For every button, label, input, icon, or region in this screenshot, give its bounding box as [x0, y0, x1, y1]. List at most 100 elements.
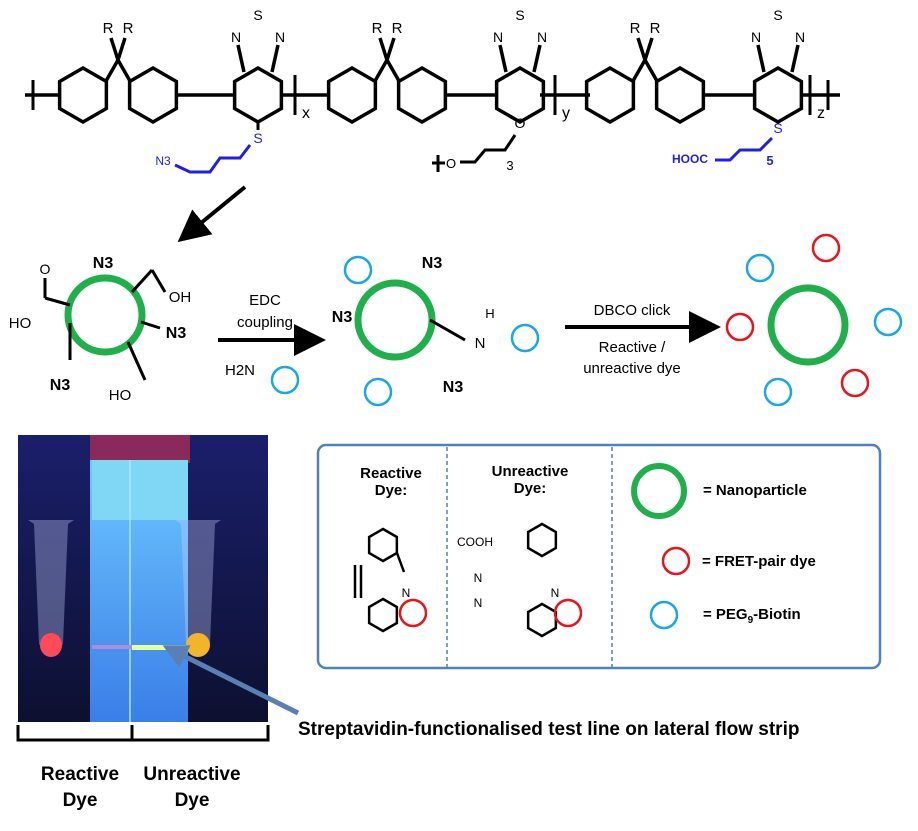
label: N: [474, 571, 483, 585]
label: R: [630, 20, 641, 37]
label: N: [475, 335, 486, 352]
bond: [631, 59, 647, 82]
legend-nanoparticle-circle: [631, 463, 687, 519]
label: x: [302, 105, 310, 122]
peg-biotin-circle: [343, 255, 373, 285]
arrow: [177, 185, 247, 243]
label: OH: [169, 289, 192, 306]
peg-biotin-circle: [363, 377, 393, 407]
fret-dye-circle: [398, 598, 428, 628]
label: O: [446, 156, 456, 171]
label: N: [402, 586, 411, 600]
benzene-ring: [367, 597, 399, 633]
bond: [126, 341, 147, 381]
label: N3: [166, 325, 187, 342]
benzene-ring: [526, 522, 558, 558]
bond: [790, 44, 800, 73]
label: N3: [50, 377, 71, 394]
bond: [130, 268, 154, 294]
label: DBCO click: [594, 302, 671, 319]
bond: [109, 37, 120, 61]
azide-propyl-chain: [174, 144, 252, 174]
unreactive-tube-yellow: [186, 633, 210, 657]
label: R: [392, 20, 403, 37]
label: H: [485, 306, 494, 321]
benzene-ring: [57, 65, 109, 125]
benzene-ring: [367, 527, 399, 563]
bond: [373, 59, 389, 82]
label: O: [515, 115, 526, 131]
bond: [44, 296, 71, 307]
label: HOOC: [672, 152, 708, 166]
label: HO: [109, 387, 132, 404]
bond: [756, 44, 766, 73]
benzene-ring: [526, 602, 558, 638]
nanoparticle-circle: [64, 274, 146, 356]
bond: [236, 44, 246, 73]
label: N: [551, 586, 560, 600]
label: 3: [506, 158, 513, 173]
legend-fret: = FRET-pair dye: [702, 553, 816, 570]
bond: [116, 59, 132, 82]
label: N: [537, 29, 547, 45]
bond: [140, 320, 161, 330]
label: coupling: [237, 314, 293, 331]
label: S: [773, 120, 782, 136]
nanoparticle-circle: [354, 279, 436, 361]
label: HO: [9, 315, 32, 332]
legend-fret-circle: [661, 546, 691, 576]
bond: [636, 37, 647, 61]
label: N: [231, 29, 241, 45]
label: R: [103, 20, 114, 37]
label: EDC: [249, 292, 281, 309]
bracket: [16, 725, 270, 742]
benzene-ring: [494, 65, 546, 125]
label: y: [562, 105, 570, 122]
bond: [498, 44, 508, 73]
label: S: [253, 7, 262, 23]
lateral-flow-photo: [18, 435, 268, 722]
label: S: [515, 7, 524, 23]
peg-biotin-circle: [510, 323, 540, 353]
bond: [270, 44, 280, 73]
fret-dye-circle: [840, 368, 870, 398]
fret-dye-circle: [811, 233, 841, 263]
photo-caption: Streptavidin-functionalised test line on…: [298, 719, 800, 740]
bond: [385, 59, 401, 82]
label: N3: [332, 309, 353, 326]
benzene-ring: [654, 65, 706, 125]
peg-biotin-circle: [270, 365, 300, 395]
label: N: [493, 29, 503, 45]
bond: [643, 59, 659, 82]
label: N3: [443, 379, 464, 396]
label: R: [372, 20, 383, 37]
bond: [532, 44, 542, 73]
peg-chain: [460, 134, 517, 164]
bond: [116, 37, 127, 61]
benzene-ring: [232, 65, 284, 125]
bond: [395, 552, 406, 573]
label: R: [650, 20, 661, 37]
benzene-ring: [326, 65, 378, 125]
label: N: [275, 29, 285, 45]
label: N: [751, 29, 761, 45]
peg-biotin-circle: [873, 307, 903, 337]
label: N: [474, 596, 483, 610]
fret-dye-circle: [553, 598, 583, 628]
label: N3: [155, 154, 171, 168]
label: R: [123, 20, 134, 37]
label: N3: [93, 255, 114, 272]
label: z: [817, 105, 825, 122]
peg-biotin-circle: [745, 253, 775, 283]
bond: [104, 59, 120, 82]
label: S: [773, 7, 782, 23]
legend-biotin-circle: [649, 600, 679, 630]
bond: [429, 318, 466, 342]
